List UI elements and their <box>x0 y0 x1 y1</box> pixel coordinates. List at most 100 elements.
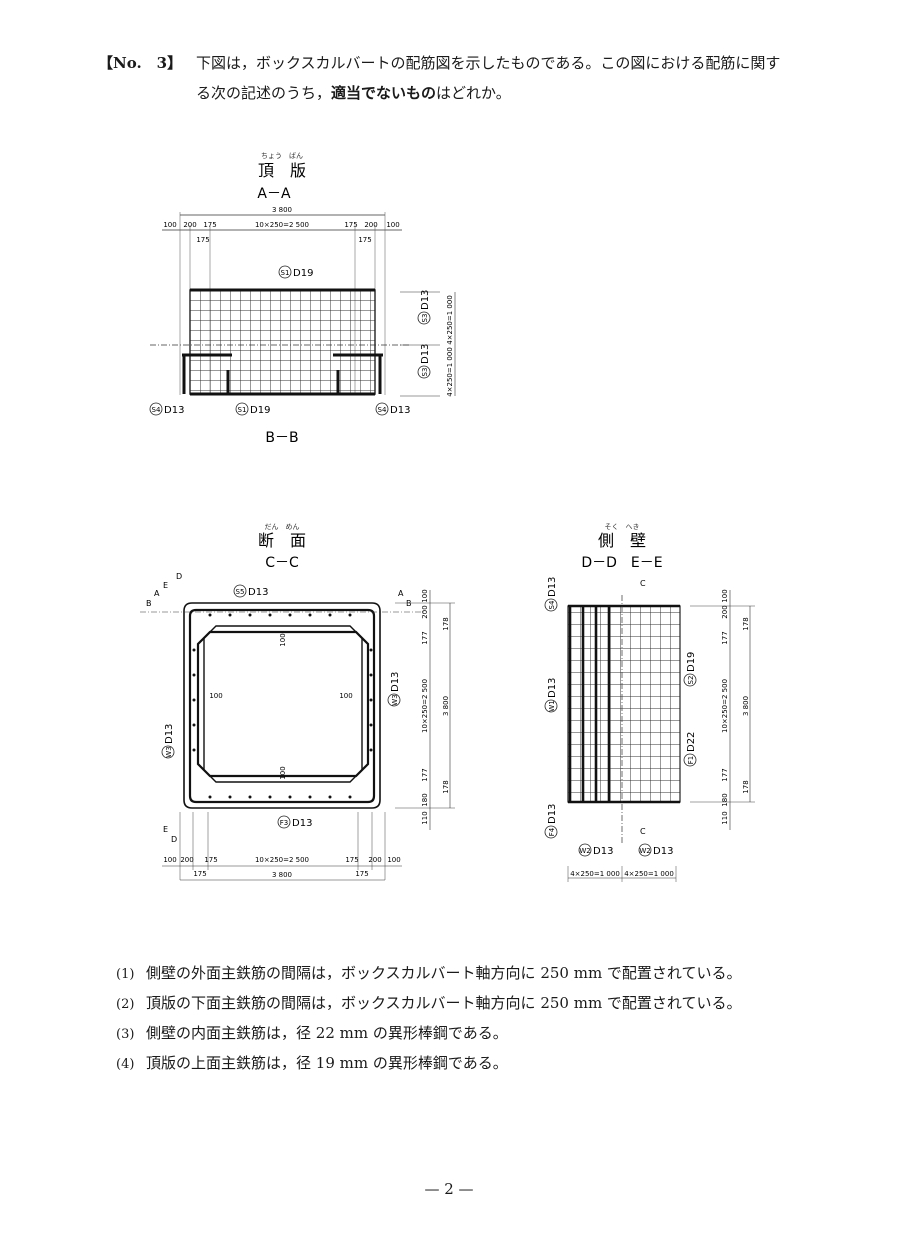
svg-text:W3: W3 <box>391 694 399 705</box>
cross-dim-175-br: 175 <box>345 856 358 864</box>
top-dim-100-right: 100 <box>386 221 399 229</box>
cross-dim-110: 110 <box>421 811 429 824</box>
side-label-w2-right: D13 <box>653 846 673 857</box>
side-label-s4: D13 <box>547 577 558 597</box>
svg-text:S3: S3 <box>421 368 429 377</box>
top-label-s1: D19 <box>293 268 313 279</box>
cross-dim-200-bl: 200 <box>180 856 193 864</box>
top-slab-section-bottom: B－B <box>265 430 298 446</box>
question-line-1: 下図は，ボックスカルバートの配筋図を示したものである。この図における配筋に関す <box>196 54 781 72</box>
top-slab-drawing: ちょう ばん 頂 版 A－A 3 800 100 200 175 10×250=… <box>149 151 456 446</box>
top-slab-title-ruby: ちょう ばん <box>261 151 303 160</box>
side-dim-vert-span: 10×250=2 500 <box>721 679 729 733</box>
top-label-s3-upper: D13 <box>420 290 431 310</box>
top-label-s4-left: D13 <box>164 405 184 416</box>
top-dim-175-sub-left: 175 <box>196 236 209 244</box>
svg-text:S5: S5 <box>236 588 245 596</box>
cross-label-f3: D13 <box>292 818 312 829</box>
cross-cut-b-left: B <box>146 599 152 608</box>
cross-label-w3-left: D13 <box>164 724 175 744</box>
question-line-2: る次の記述のうち，適当でないものはどれか。 <box>196 78 816 108</box>
cross-dim-180: 180 <box>421 793 429 806</box>
cross-dim-100-top: 100 <box>279 633 287 646</box>
svg-text:S1: S1 <box>238 406 247 414</box>
svg-text:S4: S4 <box>548 600 556 609</box>
side-wall-drawing: そく へき 側 壁 D－D E－E C C S4 D13 W1 D13 S2 <box>544 523 755 882</box>
cross-cut-d-bottom: D <box>171 835 177 844</box>
option-3: (3) 側壁の内面主鉄筋は，径 22 mm の異形棒鋼である。 <box>116 1018 742 1048</box>
side-dim-vert-total: 3 800 <box>742 696 750 716</box>
option-1: (1) 側壁の外面主鉄筋の間隔は，ボックスカルバート軸方向に 250 mm で配置… <box>116 958 742 988</box>
side-label-f4: D13 <box>547 804 558 824</box>
cross-dim-178-top: 178 <box>442 617 450 630</box>
side-label-f1: D22 <box>686 732 697 752</box>
svg-text:S2: S2 <box>687 676 695 685</box>
side-dim-200-top: 200 <box>721 605 729 618</box>
svg-text:F3: F3 <box>280 819 288 827</box>
option-4: (4)頂版の上面主鉄筋は，径 19 mm の異形棒鋼である。 <box>116 1048 742 1078</box>
top-dim-span: 10×250=2 500 <box>255 221 309 229</box>
answer-options: (1) 側壁の外面主鉄筋の間隔は，ボックスカルバート軸方向に 250 mm で配置… <box>116 958 742 1078</box>
question-line-2-post: はどれか。 <box>436 84 511 102</box>
cross-dim-177-bottom: 177 <box>421 768 429 781</box>
svg-text:S1: S1 <box>281 269 290 277</box>
option-text: 側壁の外面主鉄筋の間隔は，ボックスカルバート軸方向に 250 mm で配置されて… <box>146 964 742 982</box>
option-number: (1) <box>116 967 135 982</box>
cross-label-s5: D13 <box>248 587 268 598</box>
side-dim-177-top: 177 <box>721 631 729 644</box>
cross-dim-100-bl: 100 <box>163 856 176 864</box>
side-label-w2-left: D13 <box>593 846 613 857</box>
cross-dim-vert-total: 3 800 <box>442 696 450 716</box>
option-2: (2)頂版の下面主鉄筋の間隔は，ボックスカルバート軸方向に 250 mm で配置… <box>116 988 742 1018</box>
svg-text:S4: S4 <box>378 406 387 414</box>
top-dim-200-right: 200 <box>364 221 377 229</box>
question-line-2-pre: る次の記述のうち， <box>196 84 332 102</box>
svg-text:W2: W2 <box>639 847 650 855</box>
top-slab-section-label: A－A <box>257 186 291 202</box>
option-number: (3) <box>116 1027 135 1042</box>
cross-dim-178-bottom: 178 <box>442 780 450 793</box>
side-dim-180: 180 <box>721 793 729 806</box>
svg-text:W1: W1 <box>548 700 556 711</box>
top-label-s4-right: D13 <box>390 405 410 416</box>
cross-dim-200-br: 200 <box>368 856 381 864</box>
side-dim-100-top: 100 <box>721 589 729 602</box>
top-label-s3-lower: D13 <box>420 344 431 364</box>
svg-text:W2: W2 <box>579 847 590 855</box>
cross-section-drawing: だん めん 断 面 C－C S5 D13 100 100 100 100 W3 … <box>140 523 455 881</box>
cross-title: 断 面 <box>258 531 306 550</box>
svg-text:W3: W3 <box>165 746 173 757</box>
question-text: 下図は，ボックスカルバートの配筋図を示したものである。この図における配筋に関す … <box>196 48 816 108</box>
svg-text:S3: S3 <box>421 314 429 323</box>
top-label-s1-bottom: D19 <box>250 405 270 416</box>
top-dim-175-sub-right: 175 <box>358 236 371 244</box>
cross-dim-100-right: 100 <box>339 692 352 700</box>
cross-cut-e-top: E <box>163 581 168 590</box>
option-text: 側壁の内面主鉄筋は，径 22 mm の異形棒鋼である。 <box>146 1024 508 1042</box>
option-text: 頂版の上面主鉄筋は，径 19 mm の異形棒鋼である。 <box>146 1054 508 1072</box>
side-cut-c-bottom: C <box>640 827 646 836</box>
cross-dim-100-right-top: 100 <box>421 589 429 602</box>
side-dim-bottom-right: 4×250=1 000 <box>624 870 674 878</box>
side-label-s2: D19 <box>686 652 697 672</box>
cross-dim-100-bottom: 100 <box>279 766 287 779</box>
cross-dim-175-under-left: 175 <box>193 870 206 878</box>
cross-dim-175-bl: 175 <box>204 856 217 864</box>
cross-cut-a-left: A <box>154 589 160 598</box>
top-dim-vert-upper: 4×250=1 000 <box>446 295 454 345</box>
cross-cut-e-bottom: E <box>163 825 168 834</box>
side-dim-177-bottom: 177 <box>721 768 729 781</box>
side-dim-178-top: 178 <box>742 617 750 630</box>
cross-dim-175-under-right: 175 <box>355 870 368 878</box>
cross-dim-span-bottom: 10×250=2 500 <box>255 856 309 864</box>
cross-section-label: C－C <box>265 555 299 571</box>
cross-dim-200-right-top: 200 <box>421 605 429 618</box>
cross-label-w3-right: D13 <box>390 672 401 692</box>
option-text: 頂版の下面主鉄筋の間隔は，ボックスカルバート軸方向に 250 mm で配置されて… <box>146 994 742 1012</box>
cross-dim-100-br: 100 <box>387 856 400 864</box>
side-title-ruby: そく へき <box>605 523 640 531</box>
top-dim-total: 3 800 <box>272 206 292 214</box>
top-dim-175-right: 175 <box>344 221 357 229</box>
svg-text:F4: F4 <box>548 827 556 836</box>
